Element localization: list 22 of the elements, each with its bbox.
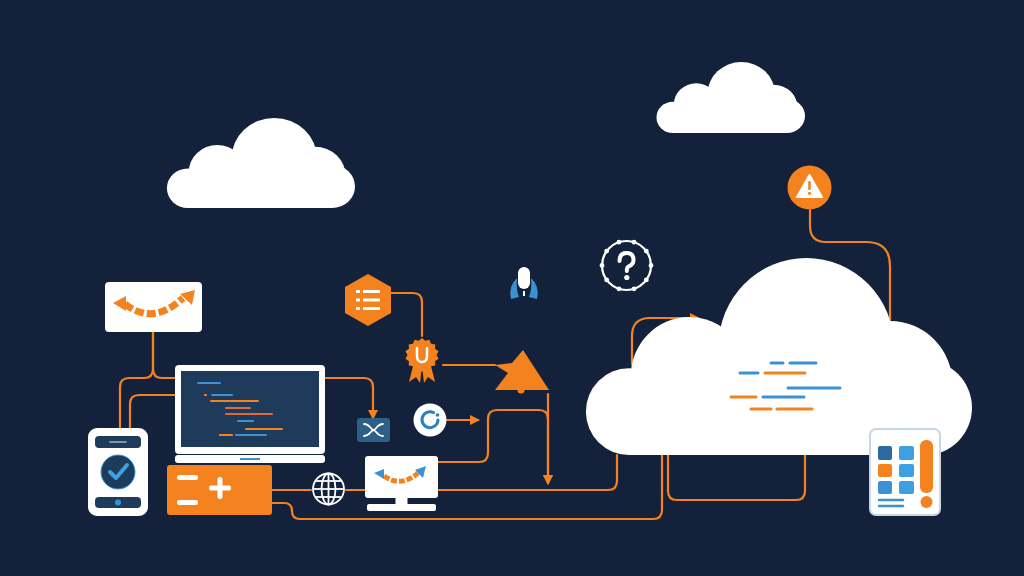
connector-line [344, 488, 367, 492]
list-icon [345, 274, 391, 326]
arrow [445, 415, 480, 425]
cloud-shape [655, 62, 805, 133]
phone-illustration [88, 428, 148, 516]
globe-icon [311, 471, 346, 507]
plus-minus-panel [167, 465, 272, 515]
triangle-shape [495, 350, 549, 394]
connector-line [441, 363, 497, 367]
connector-line [128, 393, 177, 430]
cloud-shape [165, 118, 355, 208]
refresh-icon [413, 403, 447, 437]
laptop-illustration [175, 365, 325, 463]
connector-line [118, 330, 155, 430]
arrow-card [105, 282, 202, 332]
arrow [630, 313, 700, 366]
cross-icon [357, 418, 390, 442]
connector-line [666, 453, 807, 502]
connector-line [808, 208, 892, 322]
tablet-illustration [869, 428, 941, 516]
warning-icon [787, 165, 832, 210]
help-icon [598, 237, 655, 294]
